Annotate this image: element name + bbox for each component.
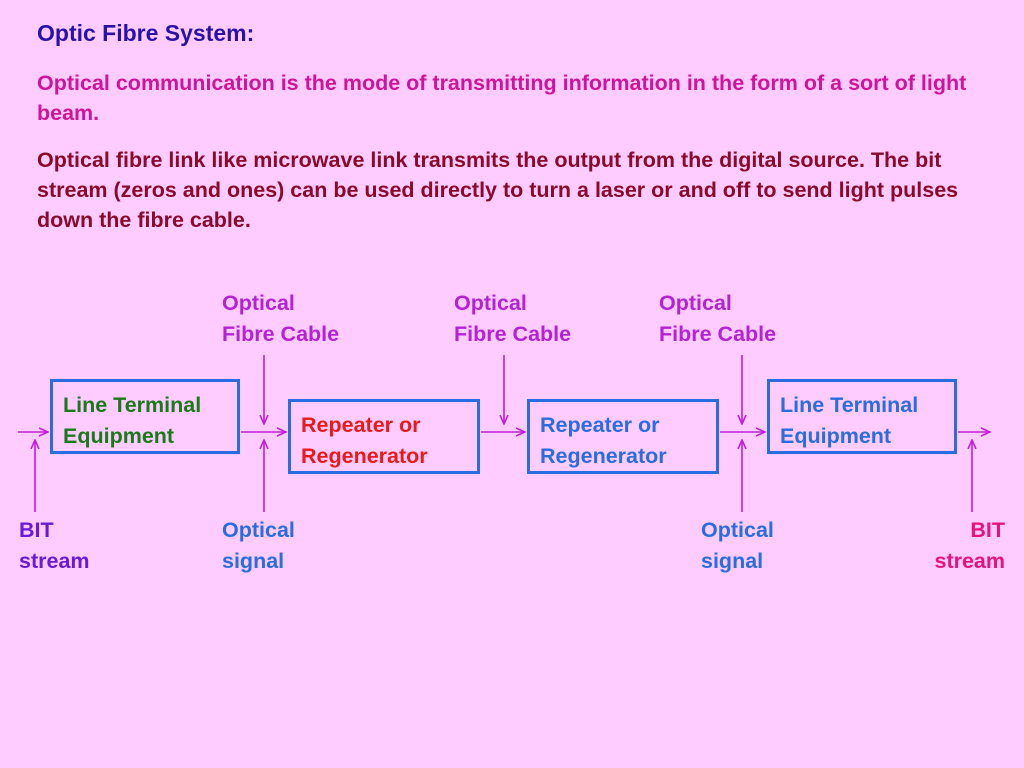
box-label-line2: Equipment	[63, 424, 175, 448]
label-line2: signal	[701, 549, 764, 573]
page-title: Optic Fibre System:	[37, 20, 255, 46]
box-label-line2: Regenerator	[301, 444, 428, 468]
optical-signal-label-2: Optical signal	[701, 515, 774, 577]
box-label-line2: Regenerator	[540, 444, 667, 468]
box-label-line1: Line Terminal	[63, 393, 202, 417]
line-terminal-equipment-left: Line Terminal Equipment	[50, 379, 240, 454]
bit-stream-label-output: BIT stream	[900, 515, 1005, 577]
box-label-line1: Repeater or	[540, 413, 660, 437]
optical-fibre-cable-label-1: Optical Fibre Cable	[222, 288, 339, 350]
bit-stream-label-input: BIT stream	[19, 515, 90, 577]
optical-signal-label-1: Optical signal	[222, 515, 295, 577]
label-line2: Fibre Cable	[659, 322, 777, 346]
label-line1: BIT	[19, 518, 54, 542]
label-line1: Optical	[222, 291, 295, 315]
optical-fibre-cable-label-3: Optical Fibre Cable	[659, 288, 776, 350]
box-label-line2: Equipment	[780, 424, 892, 448]
label-line1: BIT	[970, 518, 1005, 542]
repeater-regenerator-2: Repeater or Regenerator	[527, 399, 719, 474]
repeater-regenerator-1: Repeater or Regenerator	[288, 399, 480, 474]
label-line2: stream	[934, 549, 1005, 573]
description-paragraph: Optical fibre link like microwave link t…	[37, 148, 959, 232]
label-line1: Optical	[454, 291, 527, 315]
box-label-line1: Line Terminal	[780, 393, 919, 417]
label-line1: Optical	[222, 518, 295, 542]
line-terminal-equipment-right: Line Terminal Equipment	[767, 379, 957, 454]
intro-paragraph: Optical communication is the mode of tra…	[37, 71, 967, 125]
box-label-line1: Repeater or	[301, 413, 421, 437]
optical-fibre-cable-label-2: Optical Fibre Cable	[454, 288, 571, 350]
label-line2: Fibre Cable	[222, 322, 340, 346]
label-line2: stream	[19, 549, 90, 573]
label-line1: Optical	[659, 291, 732, 315]
label-line2: signal	[222, 549, 285, 573]
label-line2: Fibre Cable	[454, 322, 572, 346]
label-line1: Optical	[701, 518, 774, 542]
